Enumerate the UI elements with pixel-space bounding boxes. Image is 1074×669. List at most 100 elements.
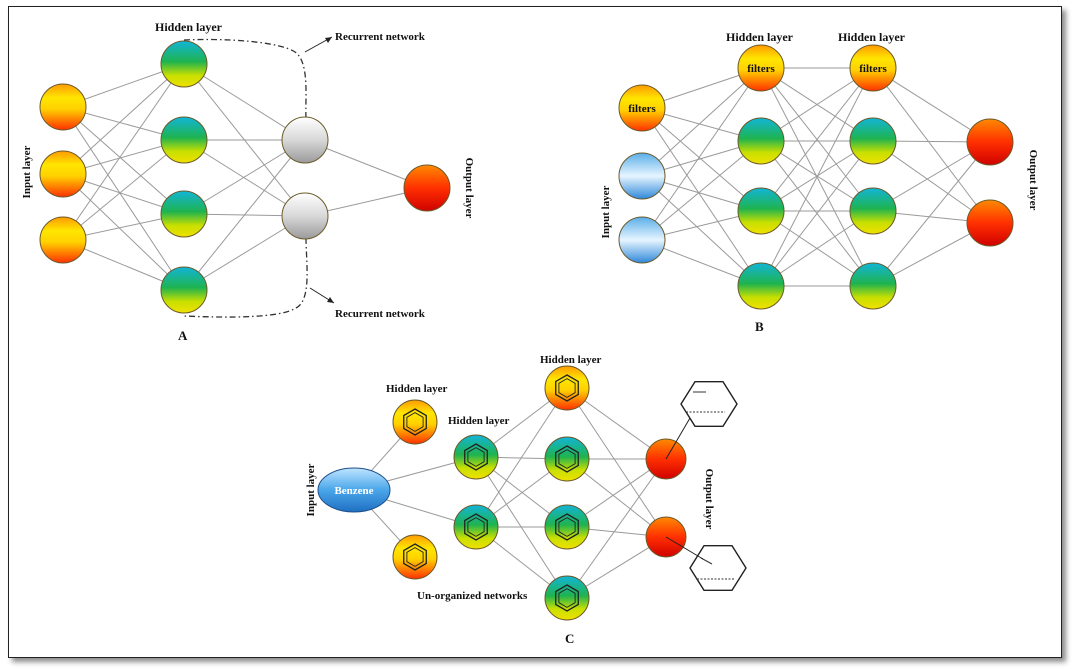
panel-b-hidden2-label: Hidden layer: [838, 30, 906, 44]
benzene-c-hidden2-1: [555, 374, 579, 402]
benzene-c-hidden2-4: [555, 584, 579, 612]
edge-a-input-hidden: [62, 139, 185, 241]
product-ring-bottom: [689, 545, 747, 591]
node-b-hidden1-filter: [737, 44, 785, 92]
benzene-c-hidden2-1-inner: [558, 378, 576, 398]
node-b-hidden1-filter-text: filters: [747, 63, 775, 75]
node-b-hidden1-4: [737, 262, 785, 310]
product-ring-top: [680, 381, 738, 427]
edge-b-hidden1-hidden2: [760, 67, 874, 287]
panel-a-hidden-label: Hidden layer: [155, 20, 223, 34]
benzene-c-hidden1-1: [464, 443, 488, 471]
node-a-hidden-1: [160, 40, 208, 88]
panel-c-output-label: Output layer: [703, 469, 715, 530]
edge-b-input-hidden1: [641, 67, 762, 241]
node-a-output-1: [403, 164, 451, 212]
benzene-input-text: Benzene: [334, 485, 373, 497]
benzene-c-hidden1-1-inner: [467, 447, 485, 467]
node-b-input-filter-text: filters: [628, 103, 656, 115]
edge-a-input-hidden: [62, 63, 185, 241]
arrow-output-bottom: [665, 536, 704, 560]
recurrent-curves: [183, 36, 335, 318]
edge-b-hidden2-output: [872, 67, 991, 224]
recurrent-arrowhead-top: [325, 37, 332, 43]
benzene-c-hidden2-4-inner: [558, 588, 576, 608]
panel-b-output-label: Output layer: [1027, 150, 1039, 211]
edge-c-hidden-output: [566, 458, 667, 599]
node-c-hidden0-2: [392, 534, 438, 580]
node-b-hidden1-2: [737, 117, 785, 165]
edge-a-input-hidden: [62, 106, 185, 215]
node-a-hidden-4: [160, 266, 208, 314]
node-b-hidden2-3: [849, 187, 897, 235]
node-a-input-2: [39, 150, 87, 198]
edge-b-hidden1-hidden2: [760, 67, 874, 212]
edge-b-input-hidden1: [641, 67, 762, 177]
recurrent-curve-top: [183, 38, 307, 119]
node-a-input-3: [39, 216, 87, 264]
edge-c-hidden-output: [566, 387, 667, 538]
edge-b-hidden1-hidden2: [760, 140, 874, 287]
node-c-hidden2-2: [544, 436, 590, 482]
node-c-hidden2-3: [544, 504, 590, 550]
edge-a-hidden-recurrent: [183, 215, 306, 291]
benzene-c-hidden0-1-inner: [406, 412, 424, 432]
edge-a-hidden-recurrent: [183, 63, 306, 141]
node-c-hidden1-1: [453, 434, 499, 480]
node-b-input-filter: [618, 84, 666, 132]
node-c-hidden2-1: [544, 365, 590, 411]
edge-a-input-hidden: [62, 63, 185, 175]
node-c-hidden1-2: [453, 504, 499, 550]
edge-b-input-hidden1: [641, 140, 762, 241]
recurrent-curve-bottom: [183, 237, 308, 318]
panel-a-input-label: Input layer: [21, 145, 33, 198]
node-b-hidden2-filter-text: filters: [859, 63, 887, 75]
node-a-hidden-3: [160, 190, 208, 238]
node-b-hidden1-3: [737, 187, 785, 235]
node-b-hidden2-4: [849, 262, 897, 310]
panel-c-hidden-label-left: Hidden layer: [386, 383, 448, 395]
edge-a-hidden-recurrent: [183, 139, 306, 215]
edge-b-input-hidden1: [641, 107, 762, 287]
node-a-recurrent-1: [281, 116, 329, 164]
benzene-rings: [403, 374, 747, 612]
node-b-input-3: [618, 216, 666, 264]
benzene-c-hidden0-2-inner: [406, 547, 424, 567]
panel-c-unorganized-label: Un-organized networks: [417, 590, 528, 602]
benzene-input-node: [317, 467, 391, 513]
node-c-hidden2-4: [544, 575, 590, 621]
benzene-c-hidden2-2-inner: [558, 449, 576, 469]
panel-c-input-label: Input layer: [305, 463, 317, 516]
arrow-output-top: [665, 417, 691, 460]
node-c-hidden0-1: [392, 399, 438, 445]
panel-b-hidden1-label: Hidden layer: [726, 30, 794, 44]
benzene-c-hidden2-2: [555, 445, 579, 473]
node-b-hidden2-2: [849, 117, 897, 165]
panel-c-hidden-label-mid: Hidden layer: [448, 415, 510, 427]
panel-c-letter: C: [565, 631, 574, 646]
benzene-c-hidden2-3: [555, 513, 579, 541]
edge-b-hidden2-output: [872, 140, 991, 224]
edge-a-input-hidden: [62, 106, 185, 291]
panel-a-recurrent-bottom-label: Recurrent network: [335, 308, 426, 320]
benzene-c-hidden1-2: [464, 513, 488, 541]
panel-a-output-label: Output layer: [463, 158, 475, 219]
panel-c-hidden-label-top: Hidden layer: [540, 354, 602, 366]
edge-b-input-hidden1: [641, 175, 762, 287]
node-a-recurrent-2: [281, 192, 329, 240]
edge-c-hidden-hidden: [475, 387, 568, 528]
edge-a-hidden-recurrent: [183, 139, 306, 291]
edge-a-input-hidden: [62, 173, 185, 291]
node-b-hidden2-filter: [849, 44, 897, 92]
panel-a-letter: A: [178, 328, 188, 343]
edge-a-hidden-recurrent: [183, 139, 306, 217]
node-a-input-1: [39, 83, 87, 131]
panel-b-input-label: Input layer: [600, 185, 612, 238]
panel-b-letter: B: [755, 319, 764, 334]
benzene-c-hidden2-3-inner: [558, 517, 576, 537]
node-b-input-2: [618, 152, 666, 200]
edge-b-input-hidden1: [641, 107, 762, 212]
benzene-c-hidden1-2-inner: [467, 517, 485, 537]
